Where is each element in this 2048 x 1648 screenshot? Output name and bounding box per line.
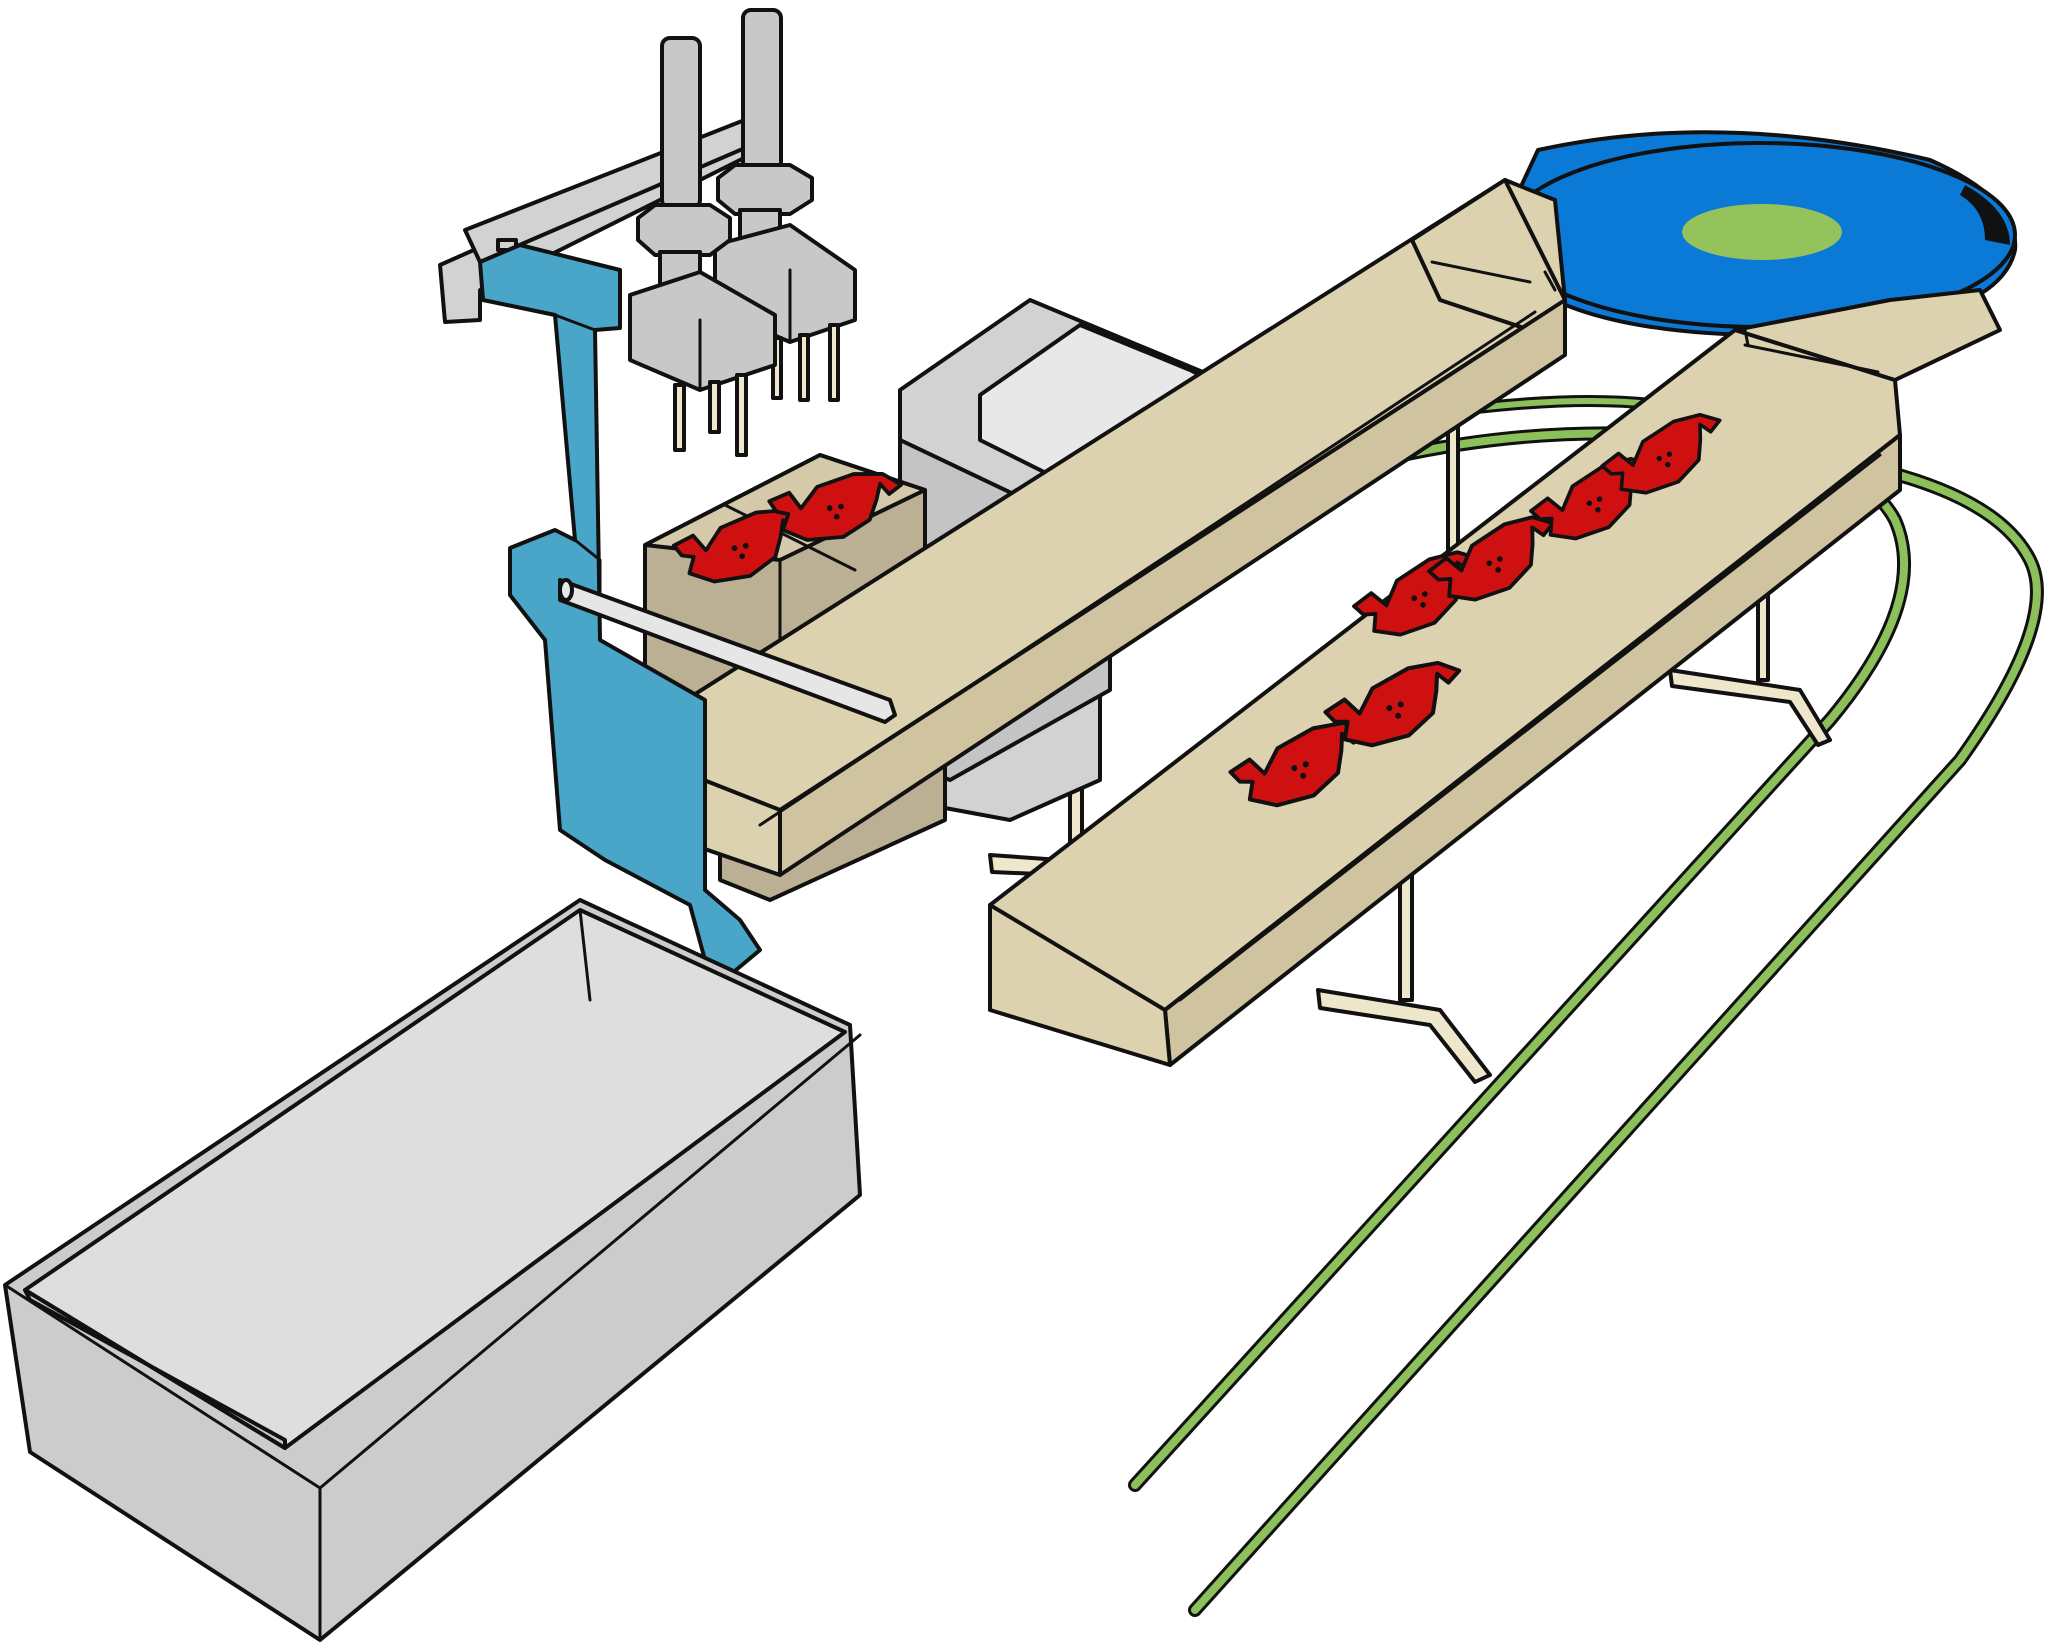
bowl-feeder-icon	[1500, 130, 2018, 338]
gripper-icon	[628, 8, 857, 457]
bin-icon	[3, 898, 862, 1642]
